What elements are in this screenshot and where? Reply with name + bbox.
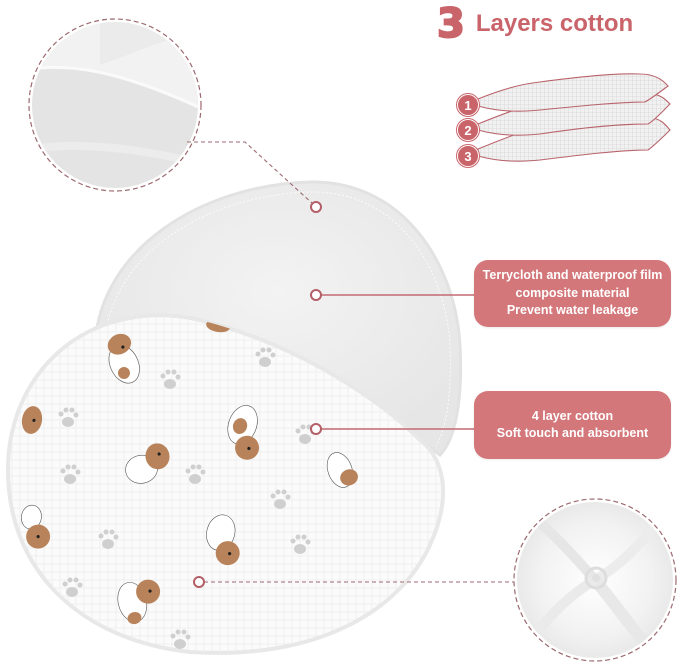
callout-terrycloth-line-1: Terrycloth and waterproof film [482,268,663,283]
callout-terrycloth-line-2: composite material [515,285,630,300]
muslin-layer [5,313,445,655]
layers-diagram [477,73,671,162]
connector-dots [193,201,322,588]
callout-cotton-line-1: 4 layer cotton [531,408,614,423]
heading-number: 3 [436,1,466,47]
heading: 3 Layers cotton [436,1,634,47]
connector-lines [187,141,514,583]
heading-label: Layers cotton [475,10,634,37]
layer-badge-2-number: 2 [464,122,472,138]
callout-terrycloth: Terrycloth and waterproof film composite… [474,260,671,327]
layer-badge-3: 3 [457,145,479,167]
muslin-closeup [513,498,677,662]
layer-badge-2: 2 [457,119,479,141]
paw-prints [58,347,316,649]
terry-closeup [28,18,202,192]
layer-badge-1: 1 [457,94,479,116]
layer-badge-1-number: 1 [464,97,472,113]
layer-badge-3-number: 3 [464,148,472,164]
callout-cotton: 4 layer cotton Soft touch and absorbent [474,391,671,459]
dog-prints [21,319,358,625]
callout-terrycloth-line-3: Prevent water leakage [506,303,639,318]
callout-cotton-line-2: Soft touch and absorbent [496,426,649,440]
